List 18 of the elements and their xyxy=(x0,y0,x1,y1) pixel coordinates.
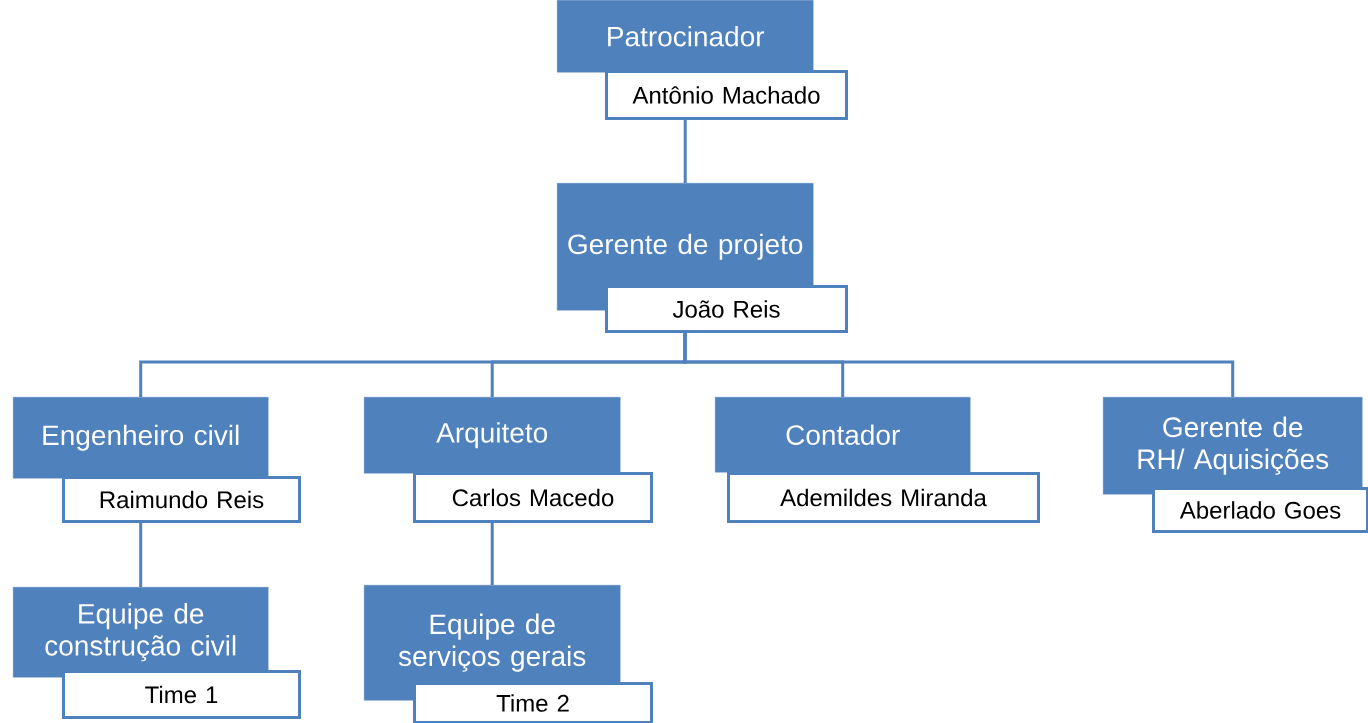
name-box: Time 2 xyxy=(413,682,653,723)
name-box: Time 1 xyxy=(62,670,301,719)
title-box: Patrocinador xyxy=(557,0,814,73)
connector-line xyxy=(683,120,687,183)
title-box: Arquiteto xyxy=(364,397,621,474)
connector-line xyxy=(490,523,494,585)
name-box: Ademildes Miranda xyxy=(727,472,1040,523)
connector-line xyxy=(139,523,143,587)
name-box: João Reis xyxy=(605,285,848,333)
title-box: Contador xyxy=(715,397,971,473)
name-box: Raimundo Reis xyxy=(62,476,301,523)
name-box: Antônio Machado xyxy=(605,70,848,120)
title-box: Equipe de construção civil xyxy=(13,587,269,678)
title-box: Gerente de RH/ Aquisições xyxy=(1103,397,1363,495)
name-box: Carlos Macedo xyxy=(413,472,653,523)
name-box: Aberlado Goes xyxy=(1152,487,1368,533)
title-box: Engenheiro civil xyxy=(13,397,269,479)
connector-line xyxy=(683,330,1235,397)
